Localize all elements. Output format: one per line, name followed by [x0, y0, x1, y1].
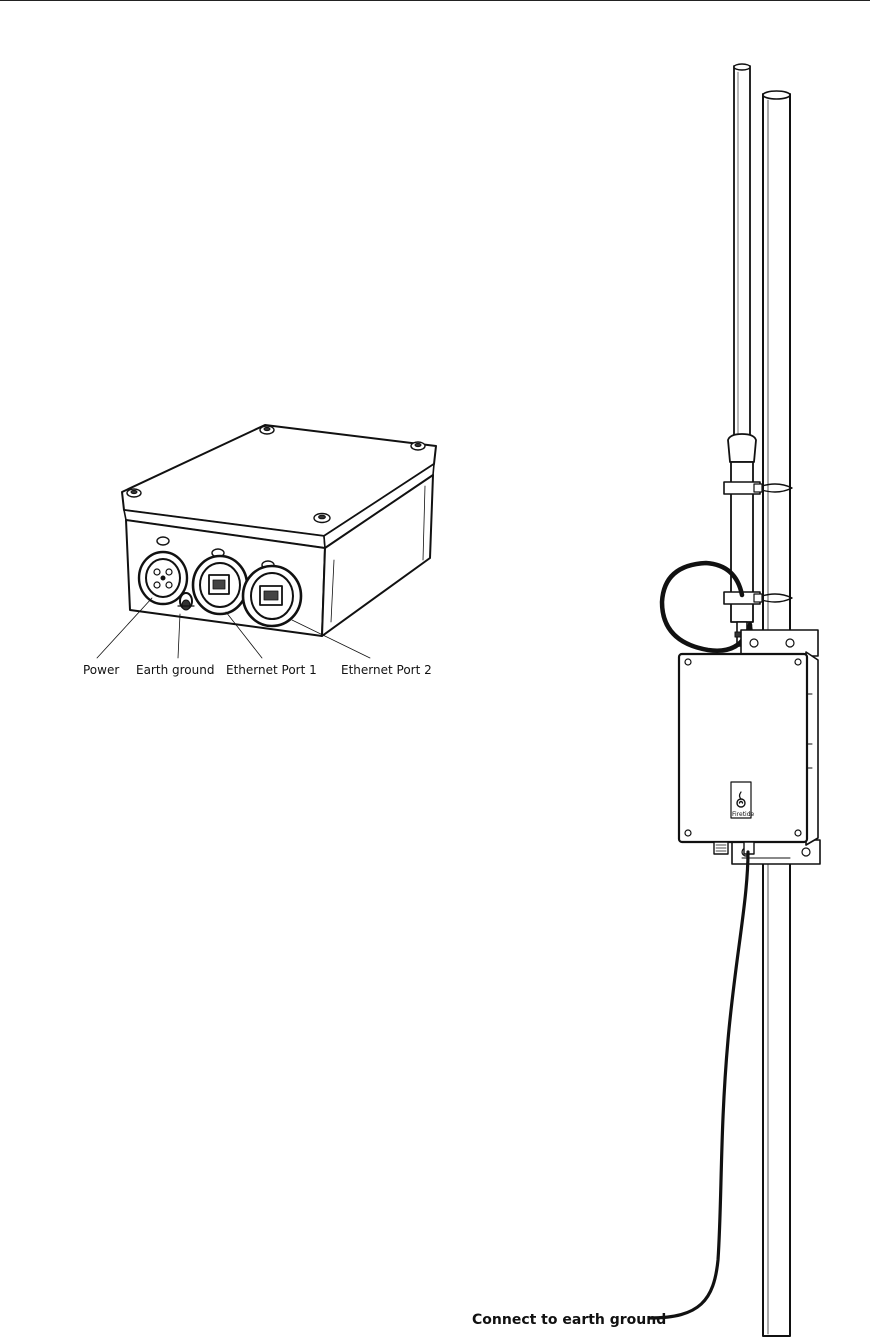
label-earth-ground: Earth ground	[136, 663, 214, 677]
ground-wire	[650, 852, 748, 1318]
leader-line-earth-ground	[178, 614, 180, 658]
enclosure-closeup	[97, 425, 436, 658]
lid-screw	[314, 514, 330, 523]
pole-mount-assembly	[650, 64, 820, 1336]
antenna	[728, 64, 756, 646]
label-power: Power	[83, 663, 119, 677]
leader-line-power	[97, 598, 152, 658]
label-connect-to-earth-ground: Connect to earth ground	[472, 1312, 666, 1328]
lid-screw	[411, 442, 425, 450]
lid-screw	[127, 489, 141, 497]
label-ethernet-port-2: Ethernet Port 2	[341, 663, 432, 677]
lid-screw	[260, 426, 274, 434]
label-ethernet-port-1: Ethernet Port 1	[226, 663, 317, 677]
logo-text: Firetide	[732, 811, 755, 818]
